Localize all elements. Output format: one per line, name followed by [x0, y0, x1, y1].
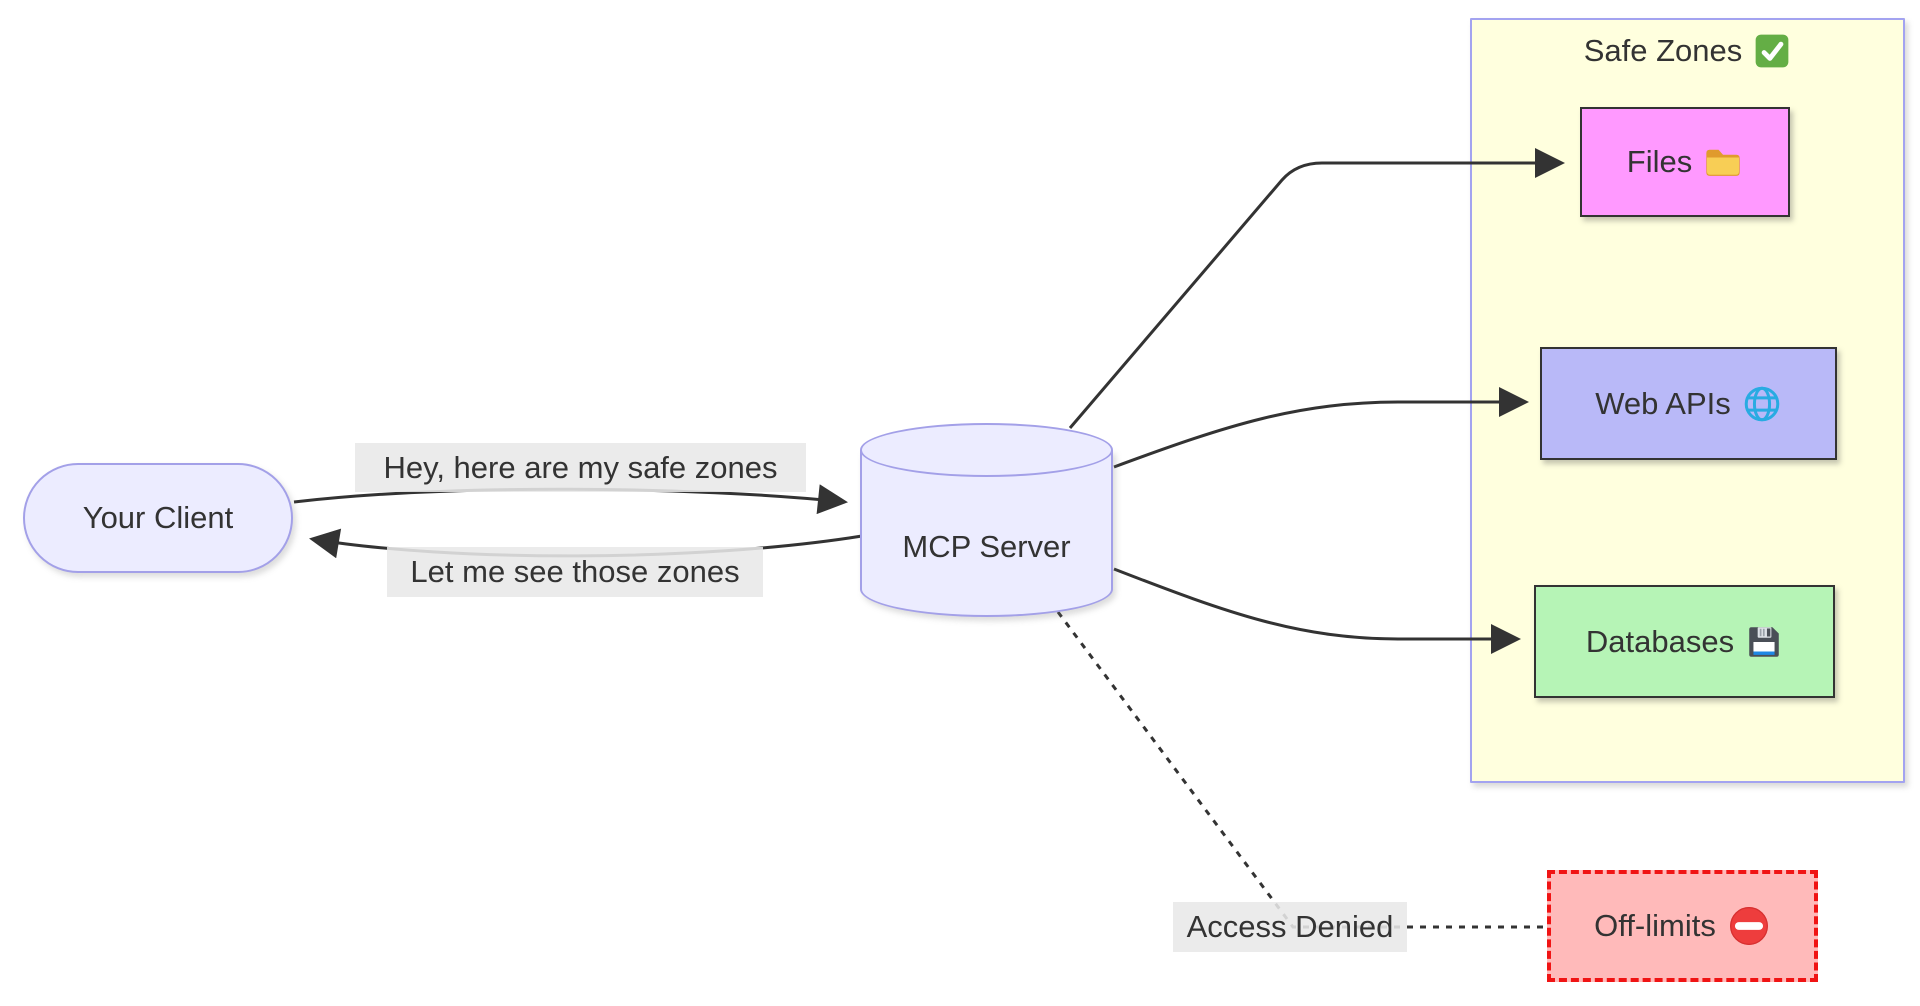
cluster-title-text: Safe Zones — [1583, 33, 1743, 68]
globe-emoji — [1744, 386, 1780, 421]
edge-server-to-databases — [1113, 567, 1521, 654]
node-files-label: Files — [1626, 144, 1693, 179]
node-off-limits-label: Off-limits — [1594, 908, 1716, 943]
edge-label-server-to-client: Let me see those zones — [387, 547, 763, 597]
safe-zones-cluster: Safe Zones Files Web APIs — [1470, 18, 1905, 783]
cluster-title: Safe Zones — [1472, 32, 1903, 70]
node-databases-label: Databases — [1585, 623, 1735, 659]
check-mark-emoji — [1755, 34, 1789, 68]
edge-label-access-denied: Access Denied — [1173, 902, 1407, 952]
node-web-apis: Web APIs — [1540, 347, 1837, 460]
node-files: Files — [1580, 107, 1790, 217]
cylinder-body — [860, 450, 1113, 617]
node-mcp-server-label: MCP Server — [902, 529, 1071, 564]
node-databases: Databases — [1534, 585, 1835, 698]
no-entry-emoji — [1729, 907, 1768, 945]
node-your-client: Your Client — [23, 463, 293, 573]
folder-emoji — [1706, 149, 1740, 176]
node-web-apis-label: Web APIs — [1595, 385, 1731, 421]
edge-label-client-to-server: Hey, here are my safe zones — [355, 443, 806, 492]
node-your-client-label: Your Client — [82, 500, 234, 535]
cylinder-top-ellipse — [860, 423, 1113, 477]
node-mcp-server: MCP Server — [860, 423, 1113, 617]
node-off-limits: Off-limits — [1547, 870, 1818, 982]
floppy-disk-emoji — [1749, 626, 1779, 657]
edge-server-to-web-apis — [1113, 387, 1529, 469]
